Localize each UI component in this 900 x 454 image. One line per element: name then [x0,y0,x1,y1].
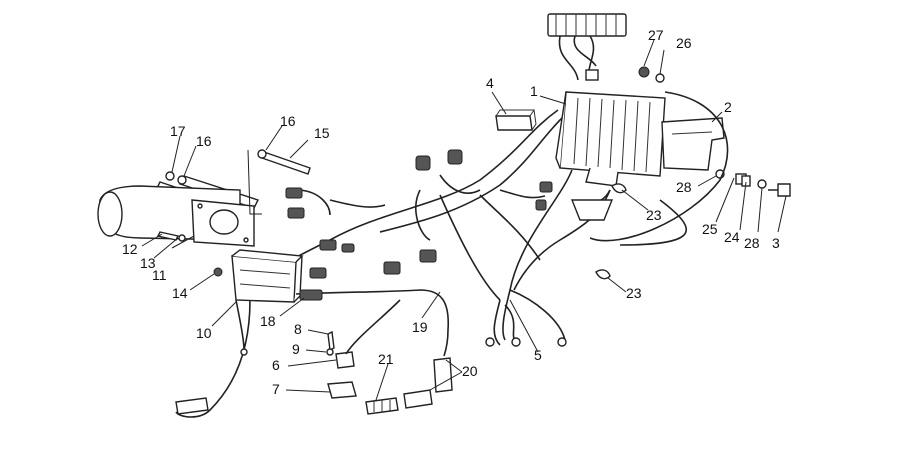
callout-8: 8 [294,321,302,337]
callout-24: 24 [724,229,740,245]
nut-pair [638,66,665,83]
small-bolts-left [156,231,186,242]
callout-1: 1 [530,83,538,99]
callout-labels: 1 2 3 4 5 6 7 8 9 10 11 12 13 14 15 16 1… [122,27,780,397]
bolt-set-right [715,169,791,197]
spark-plug-caps [403,357,453,409]
callout-7: 7 [272,381,280,397]
callout-11: 11 [152,267,167,283]
voltage-regulator [555,91,666,187]
callout-20: 20 [462,363,478,379]
callout-28-right: 28 [744,235,760,251]
callout-10: 10 [196,325,212,341]
pickup-sensor [326,299,401,399]
callout-15: 15 [314,125,330,141]
callout-13: 13 [140,255,156,271]
flange-plate [191,199,255,247]
connectors [285,149,567,347]
ignition-coil [213,249,304,303]
callout-25: 25 [702,221,718,237]
callout-9: 9 [292,341,300,357]
long-bolt [247,149,311,215]
callout-19: 19 [412,319,428,335]
callout-18: 18 [260,313,276,329]
callout-12: 12 [122,241,138,257]
callout-2: 2 [724,99,732,115]
callout-23-top: 23 [646,207,662,223]
bracket [661,117,725,171]
callout-27: 27 [648,27,664,43]
callout-16-right: 16 [280,113,296,129]
callout-23-bottom: 23 [626,285,642,301]
callout-26: 26 [676,35,692,51]
fuse-box [547,13,627,81]
relay [495,109,537,131]
cable-clamps [570,183,627,280]
callout-14: 14 [172,285,188,301]
spark-plug-leads [175,289,450,418]
leader-lines [141,39,787,401]
callout-3: 3 [772,235,780,251]
callout-6: 6 [272,357,280,373]
callout-5: 5 [534,347,542,363]
callout-17: 17 [170,123,186,139]
callout-4: 4 [486,75,494,91]
callout-21: 21 [378,351,394,367]
callout-28-left: 28 [676,179,692,195]
callout-16-left: 16 [196,133,212,149]
spark-plug [365,397,399,415]
